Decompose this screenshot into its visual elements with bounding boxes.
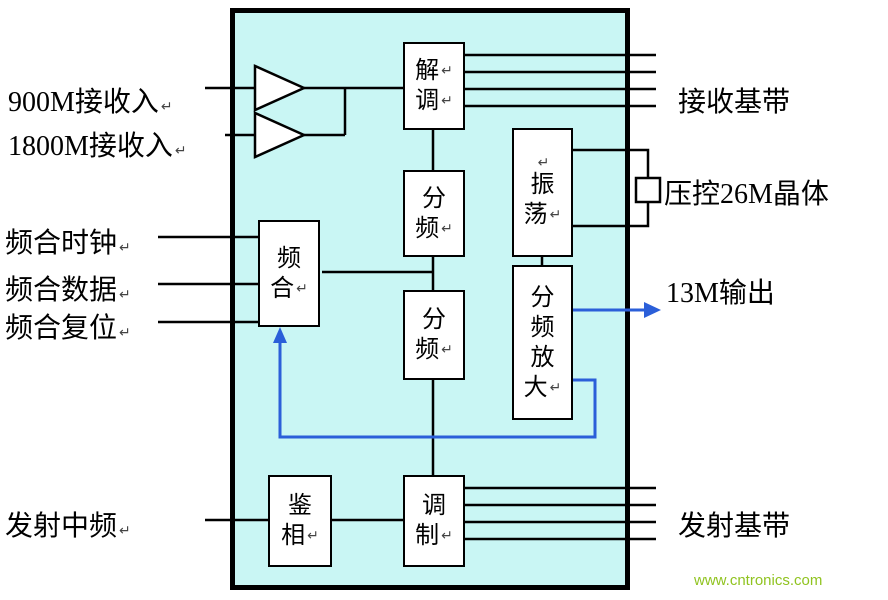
return-mark-icon: ↵ <box>307 528 319 544</box>
return-mark-icon: ↵ <box>119 523 131 539</box>
return-mark-icon: ↵ <box>160 99 173 115</box>
block-phase-detector: 鉴 相↵ <box>268 475 332 567</box>
block-char: 频 <box>415 215 440 242</box>
block-char: 振 <box>530 171 555 198</box>
block-demodulator: 解↵ 调↵ <box>403 42 465 130</box>
return-mark-icon: ↵ <box>441 93 453 109</box>
label-rx-1800m-input: 1800M接收入↵ <box>8 124 187 164</box>
block-char: 分 <box>422 185 446 212</box>
block-char: 合 <box>270 275 295 302</box>
label-text: 900M接收入 <box>8 87 159 118</box>
block-char: 频 <box>415 337 440 363</box>
return-mark-icon: ↵ <box>441 528 453 544</box>
block-char-row: 制↵ <box>415 521 453 551</box>
block-char-row: 荡↵ <box>524 200 562 230</box>
block-char-row: 频↵ <box>415 214 453 244</box>
block-char: 调 <box>422 493 446 519</box>
13m-output-arrow <box>573 302 661 318</box>
block-char: 制 <box>415 523 440 549</box>
return-mark-icon: ↵ <box>537 154 550 171</box>
label-tx-if: 发射中频↵ <box>5 504 131 544</box>
amplifier-1800m-triangle <box>253 111 308 159</box>
watermark-cntronics: www.cntronics.com <box>694 572 823 589</box>
block-char: 分 <box>422 307 446 333</box>
block-char-row: 振 <box>531 170 555 200</box>
block-char-row: 频↵ <box>415 335 453 365</box>
label-text: 1800M接收入 <box>8 131 173 162</box>
label-text: 频合时钟 <box>5 228 118 259</box>
label-text: 发射中频 <box>5 511 118 542</box>
block-char: 相 <box>281 523 306 549</box>
block-char-row: 调↵ <box>415 86 453 116</box>
label-tx-baseband: 发射基带 <box>678 504 790 544</box>
arrowhead-right-icon <box>644 302 661 318</box>
block-char: 荡 <box>523 201 548 228</box>
block-char: 调 <box>415 88 440 114</box>
synth-input-wires <box>158 235 258 324</box>
label-text: 13M输出 <box>666 278 775 309</box>
block-char: 鉴 <box>288 493 312 519</box>
tx-wires <box>205 486 656 541</box>
block-char-row: 调 <box>422 491 446 521</box>
return-mark-icon: ↵ <box>119 287 131 303</box>
block-char: 频 <box>277 245 301 272</box>
block-char-row: 频 <box>531 313 555 343</box>
label-synth-clock: 频合时钟↵ <box>5 221 131 261</box>
label-synth-reset: 频合复位↵ <box>5 306 131 346</box>
return-mark-icon: ↵ <box>549 379 562 396</box>
label-text: 压控26M晶体 <box>664 179 829 210</box>
block-char: 放 <box>530 344 555 371</box>
block-oscillator: ↵ 振 荡↵ <box>512 128 573 257</box>
label-rx-baseband: 接收基带 <box>678 80 790 120</box>
return-mark-icon: ↵ <box>119 325 131 341</box>
block-char: 解 <box>415 58 440 84</box>
block-char: 频 <box>530 314 555 341</box>
block-char-row: 分 <box>422 305 446 335</box>
label-13m-output: 13M输出 <box>666 271 775 311</box>
label-text: 频合数据 <box>5 275 118 306</box>
return-mark-icon: ↵ <box>441 220 453 237</box>
rx-input-wires <box>205 64 403 159</box>
return-mark-icon: ↵ <box>119 240 131 256</box>
return-mark-icon: ↵ <box>296 280 308 297</box>
block-char-row: 放 <box>531 343 555 373</box>
block-divider-2: 分 频↵ <box>403 290 465 380</box>
block-char-row: 合↵ <box>270 274 308 304</box>
amplifier-900m-triangle <box>253 64 308 112</box>
block-char: 大 <box>523 374 548 401</box>
divider-chain-wires <box>322 130 435 475</box>
label-text: 接收基带 <box>678 87 791 118</box>
block-char-row: 频 <box>277 244 301 274</box>
block-char-row: 鉴 <box>288 491 312 521</box>
return-mark-icon: ↵ <box>174 143 187 159</box>
label-synth-data: 频合数据↵ <box>5 268 131 308</box>
block-char-row: 分 <box>422 184 446 214</box>
block-char-row: ↵ <box>536 156 550 170</box>
label-text: 频合复位 <box>5 313 118 344</box>
return-mark-icon: ↵ <box>441 63 453 79</box>
label-text: 发射基带 <box>678 511 791 542</box>
rx-baseband-wires <box>465 53 656 108</box>
block-synthesizer: 频 合↵ <box>258 220 320 327</box>
block-char: 分 <box>530 284 555 311</box>
arrowhead-up-icon <box>273 327 287 343</box>
block-divider-amplifier: 分 频 放 大↵ <box>512 265 573 420</box>
block-char-row: 解↵ <box>415 56 453 86</box>
crystal-symbol <box>634 176 662 204</box>
feedback-loop-arrow <box>273 327 597 439</box>
block-char-row: 大↵ <box>524 373 562 403</box>
crystal-wires <box>573 148 662 228</box>
label-rx-900m-input: 900M接收入↵ <box>8 80 173 120</box>
label-vcxo-26m-crystal: 压控26M晶体 <box>664 172 829 212</box>
block-char-row: 相↵ <box>281 521 319 551</box>
return-mark-icon: ↵ <box>441 342 453 358</box>
block-divider-1: 分 频↵ <box>403 170 465 257</box>
return-mark-icon: ↵ <box>549 206 562 223</box>
block-modulator: 调 制↵ <box>403 475 465 567</box>
block-char-row: 分 <box>531 283 555 313</box>
